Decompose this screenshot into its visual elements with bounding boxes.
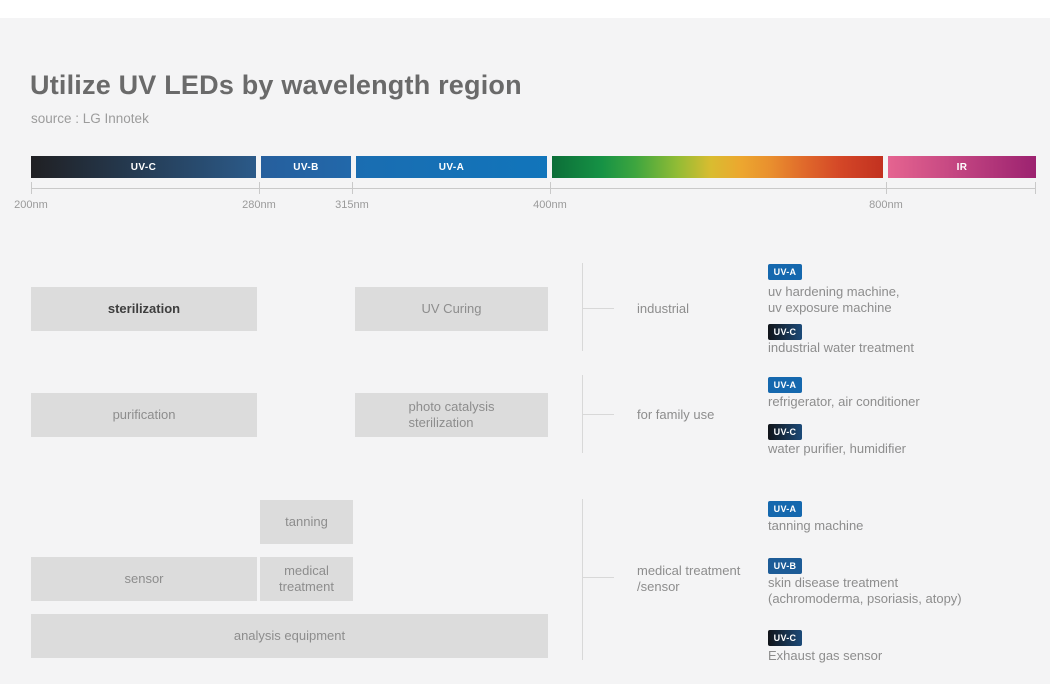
app-box-label: UV Curing [421, 301, 482, 316]
app-box-label: medical treatment [279, 563, 334, 594]
detail-text-family-uvc: water purifier, humidifier [768, 441, 906, 456]
uva-badge: UV-A [768, 264, 802, 280]
uvc-badge: UV-C [768, 324, 802, 340]
wavelength-label-280nm: 280nm [242, 199, 276, 211]
wavelength-tick [31, 182, 32, 194]
app-box-label: photo catalysis sterilization [408, 399, 495, 430]
spectrum-segment-ir: IR [888, 156, 1036, 178]
app-box-label: analysis equipment [233, 628, 346, 643]
page-title: Utilize UV LEDs by wavelength region [30, 70, 522, 100]
category-label-industrial: industrial [637, 301, 690, 316]
app-box-uv-curing: UV Curing [355, 287, 548, 331]
detail-text-medical-uvb: skin disease treatment (achromoderma, ps… [768, 575, 962, 606]
wavelength-label-400nm: 400nm [533, 199, 567, 211]
app-box-label: tanning [285, 514, 328, 529]
wavelength-label-800nm: 800nm [869, 199, 903, 211]
wavelength-axis [31, 188, 1036, 189]
wavelength-tick [259, 182, 260, 194]
category-label-medical: medical treatment /sensor [637, 563, 741, 594]
content-area: Utilize UV LEDs by wavelength region sou… [0, 18, 1050, 684]
app-box-label: sterilization [107, 301, 181, 316]
spectrum-segment-visible [552, 156, 883, 178]
bracket-medical [582, 499, 583, 660]
bracket-family-branch [582, 414, 614, 415]
wavelength-tick [352, 182, 353, 194]
app-box-tanning: tanning [260, 500, 353, 544]
detail-text-medical-uvc: Exhaust gas sensor [768, 648, 883, 663]
wavelength-tick [886, 182, 887, 194]
uvc-badge: UV-C [768, 630, 802, 646]
app-box-label: purification [112, 407, 176, 422]
app-box-photo-catalysis: photo catalysis sterilization [355, 393, 548, 437]
app-box-medical-treatment: medical treatment [260, 557, 353, 601]
wavelength-label-200nm: 200nm [14, 199, 48, 211]
uva-badge: UV-A [768, 377, 802, 393]
app-box-analysis-equipment: analysis equipment [31, 614, 548, 658]
detail-text-industrial-uva: uv hardening machine, uv exposure machin… [768, 284, 900, 315]
uva-badge: UV-A [768, 501, 802, 517]
spectrum-segment-uvb: UV-B [261, 156, 351, 178]
wavelength-label-315nm: 315nm [335, 199, 369, 211]
bracket-industrial [582, 263, 583, 351]
app-box-purification: purification [31, 393, 257, 437]
wavelength-tick [550, 182, 551, 194]
spectrum-segment-uvc: UV-C [31, 156, 256, 178]
source-caption: source : LG Innotek [31, 111, 149, 126]
detail-text-family-uva: refrigerator, air conditioner [768, 394, 920, 409]
wavelength-tick [1035, 182, 1036, 194]
bracket-medical-branch [582, 577, 614, 578]
app-box-sterilization: sterilization [31, 287, 257, 331]
spectrum-segment-uva: UV-A [356, 156, 547, 178]
detail-text-medical-uva: tanning machine [768, 518, 864, 533]
category-label-family: for family use [637, 407, 715, 422]
uvb-badge: UV-B [768, 558, 802, 574]
app-box-label: sensor [124, 571, 164, 586]
app-box-sensor: sensor [31, 557, 257, 601]
uvc-badge: UV-C [768, 424, 802, 440]
detail-text-industrial-uvc: industrial water treatment [768, 340, 914, 355]
bracket-industrial-branch [582, 308, 614, 309]
